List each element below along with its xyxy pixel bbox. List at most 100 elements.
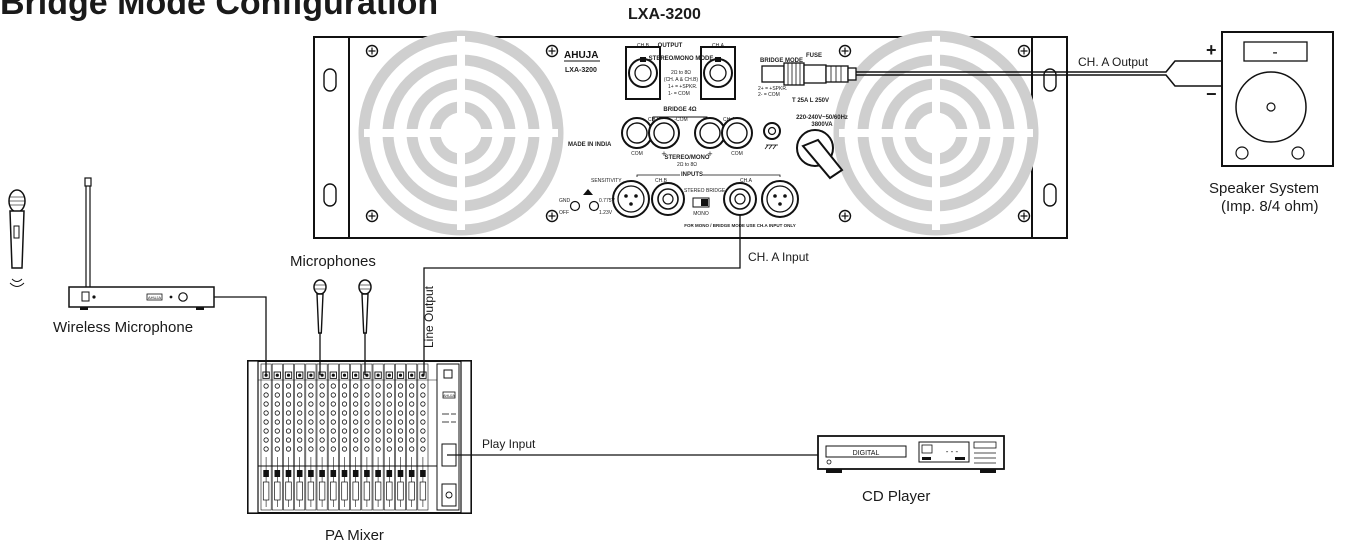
bridge-label: BRIDGE xyxy=(706,188,726,194)
cable-ch-a-output xyxy=(856,60,1222,87)
binding-post xyxy=(621,117,653,149)
mixer-channel-strip xyxy=(383,363,395,511)
rack-slot-right-bottom xyxy=(1043,183,1057,207)
com-label-left: COM xyxy=(631,151,643,157)
xlr-input-ch-a xyxy=(761,180,799,218)
receiver-brand: AHUJA xyxy=(148,295,161,300)
mixer-channel-strip xyxy=(283,363,294,511)
screw xyxy=(1017,44,1031,58)
fuse-rating-label: T 25A L 250V xyxy=(792,98,829,104)
microphone-1 xyxy=(313,279,327,334)
input-ch-a-label: CH.A xyxy=(740,178,753,184)
binding-post xyxy=(694,117,726,149)
speaker-plus-label: + xyxy=(1206,40,1217,60)
mixer-channel-strip xyxy=(395,363,406,511)
mixer-channel-strip xyxy=(350,363,362,511)
screw xyxy=(838,209,852,223)
sensitivity-label: SENSITIVITY xyxy=(591,178,622,184)
rack-slot-left-top xyxy=(323,68,337,92)
ch-a-input-label: CH. A Input xyxy=(748,250,809,264)
mixer-channel-strip xyxy=(372,363,384,511)
ch-a-and-b-label: (CH. A & CH.B) xyxy=(664,77,699,83)
made-in-label: MADE IN INDIA xyxy=(568,142,612,148)
stereo-mono-imp-label-2: 2Ω to 8Ω xyxy=(677,162,697,168)
speaker-system: - xyxy=(1221,31,1334,167)
screw xyxy=(838,44,852,58)
stereo-mono-imp-label: 2Ω to 8Ω xyxy=(671,70,691,76)
bridge-spkr-label: 2+ = +SPKR. xyxy=(758,86,787,92)
bridge-com-label: 2- = COM xyxy=(758,92,780,98)
sens-2-label: 1.23V xyxy=(599,210,613,216)
bridge-mode-label: BRIDGE MODE xyxy=(760,58,803,64)
jack-input-ch-a xyxy=(723,182,757,216)
power-va-label: 3800VA xyxy=(811,122,833,128)
handheld-microphone xyxy=(8,189,26,287)
rack-slot-left-bottom xyxy=(323,183,337,207)
xlr-input-ch-b xyxy=(612,180,650,218)
output-label: OUTPUT xyxy=(658,43,683,49)
page-title: Bridge Mode Configuration xyxy=(0,0,439,22)
mixer-channel-strip xyxy=(406,363,418,511)
gnd-label: GND xyxy=(559,198,571,204)
amp-model-heading: LXA-3200 xyxy=(628,6,701,23)
amp-brand: AHUJA xyxy=(564,50,598,61)
speaker-system-label: Speaker System xyxy=(1209,180,1320,197)
com-label-right: COM xyxy=(731,151,743,157)
microphone-2 xyxy=(358,279,372,334)
mixer-channel-strip xyxy=(361,363,373,511)
speaker-impedance-label: (Imp. 8/4 ohm) xyxy=(1221,198,1319,215)
screw xyxy=(1017,209,1031,223)
input-ch-b-label: CH.B xyxy=(655,178,668,184)
stereo-label: STEREO xyxy=(684,188,705,194)
binding-post xyxy=(721,117,753,149)
stereo-mono-mode-label: STEREO/MONO MODE xyxy=(649,56,714,62)
mixer-channel-strip xyxy=(316,363,328,511)
mixer-channel-strip xyxy=(271,363,283,511)
binding-post xyxy=(648,117,680,149)
amplifier: AHUJA LXA-3200 OUTPUT CH.B CH.A STEREO/M… xyxy=(313,36,1068,239)
play-input-label: Play Input xyxy=(482,437,536,451)
inputs-label: INPUTS xyxy=(681,172,703,178)
mixer-channel-strip xyxy=(305,363,317,511)
screw xyxy=(545,209,559,223)
screw xyxy=(545,44,559,58)
cable-wireless-to-mixer xyxy=(214,296,267,375)
svg-text:+: + xyxy=(661,149,666,159)
pa-mixer-label: PA Mixer xyxy=(325,527,384,544)
speakon-ch-a xyxy=(700,46,736,100)
mixer-channel-strip xyxy=(260,363,272,511)
mixer-channel-strip xyxy=(339,363,350,511)
microphones-label: Microphones xyxy=(290,253,376,270)
screw xyxy=(365,44,379,58)
mixer-channel-strip xyxy=(294,363,306,511)
pa-mixer: AHUJA xyxy=(247,360,472,514)
screw xyxy=(365,209,379,223)
cd-readout-text: - - - xyxy=(946,447,959,456)
off-label: OFF xyxy=(559,210,569,216)
ch-a-output-label: CH. A Output xyxy=(1078,55,1149,69)
binding-ch-b-label: CH.B xyxy=(648,117,661,123)
mono-label: MONO xyxy=(693,211,709,217)
power-cord-inlet xyxy=(796,129,844,180)
line-output-label: Line Output xyxy=(422,285,437,349)
amp-model: LXA-3200 xyxy=(565,67,597,74)
power-rating-label: 220-240V~50/60Hz xyxy=(796,115,848,121)
ground-terminal xyxy=(763,122,781,150)
speaker-minus-label: − xyxy=(1206,84,1217,104)
cd-display-text: DIGITAL xyxy=(853,450,880,457)
cd-player: DIGITAL - - - xyxy=(817,435,1005,473)
cable-ch-a-input xyxy=(423,215,741,375)
wireless-receiver: AHUJA xyxy=(68,177,215,310)
spkr-com-label: 1- = COM xyxy=(668,91,690,97)
fan-grille-right xyxy=(839,36,1033,230)
fan-grille-left xyxy=(364,36,558,230)
mixer-channel-strip xyxy=(327,363,339,511)
mixer-brand: AHUJA xyxy=(443,394,455,398)
spkr-plus-label: 1+ = +SPKR. xyxy=(668,84,697,90)
speakon-ch-b xyxy=(625,46,661,100)
svg-text:+: + xyxy=(707,149,712,159)
cd-player-label: CD Player xyxy=(862,488,931,505)
sens-1-label: 0.775V xyxy=(599,198,616,204)
stereo-mono-label: STEREO/MONO xyxy=(664,155,709,161)
